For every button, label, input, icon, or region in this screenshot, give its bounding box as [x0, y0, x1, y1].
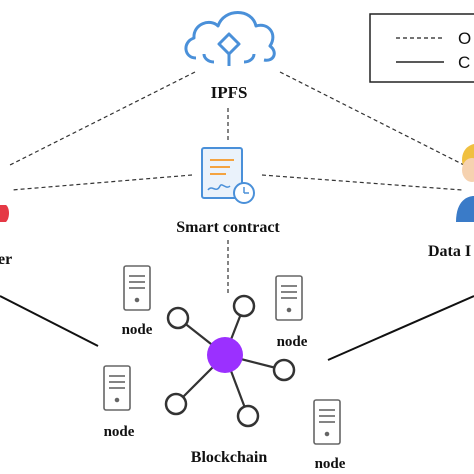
dashed-connections — [9, 71, 465, 295]
server-icon — [123, 265, 151, 311]
dashed-line-ipfs-owner — [9, 71, 196, 166]
person-icon — [456, 144, 474, 222]
network-hub-icon — [164, 294, 296, 428]
server-icon — [275, 275, 303, 321]
data-owner-label: er — [0, 251, 12, 268]
ipfs-label: IPFS — [211, 83, 248, 102]
legend: O C — [369, 13, 474, 83]
dashed-line-ipfs-user — [279, 71, 465, 166]
legend-dashed-text: O — [458, 29, 471, 48]
cloud-icon — [184, 11, 276, 66]
contract-document-icon — [201, 147, 255, 204]
node-label: node — [277, 334, 308, 350]
data-user-label: Data I — [428, 243, 471, 260]
solid-connections — [0, 295, 474, 361]
node-label: node — [104, 424, 135, 440]
server-icon — [103, 365, 131, 411]
legend-solid-text: C — [458, 53, 470, 72]
data-owner-icon — [0, 205, 9, 222]
blockchain-label: Blockchain — [191, 449, 268, 466]
server-icon — [313, 399, 341, 445]
solid-line-owner-blockchain — [0, 295, 99, 347]
smart-contract-label: Smart contract — [176, 219, 280, 236]
solid-line-user-blockchain — [327, 295, 474, 361]
dashed-line-contract-user — [261, 174, 463, 191]
node-label: node — [315, 456, 346, 472]
dashed-line-contract-owner — [11, 174, 193, 191]
node-label: node — [122, 322, 153, 338]
